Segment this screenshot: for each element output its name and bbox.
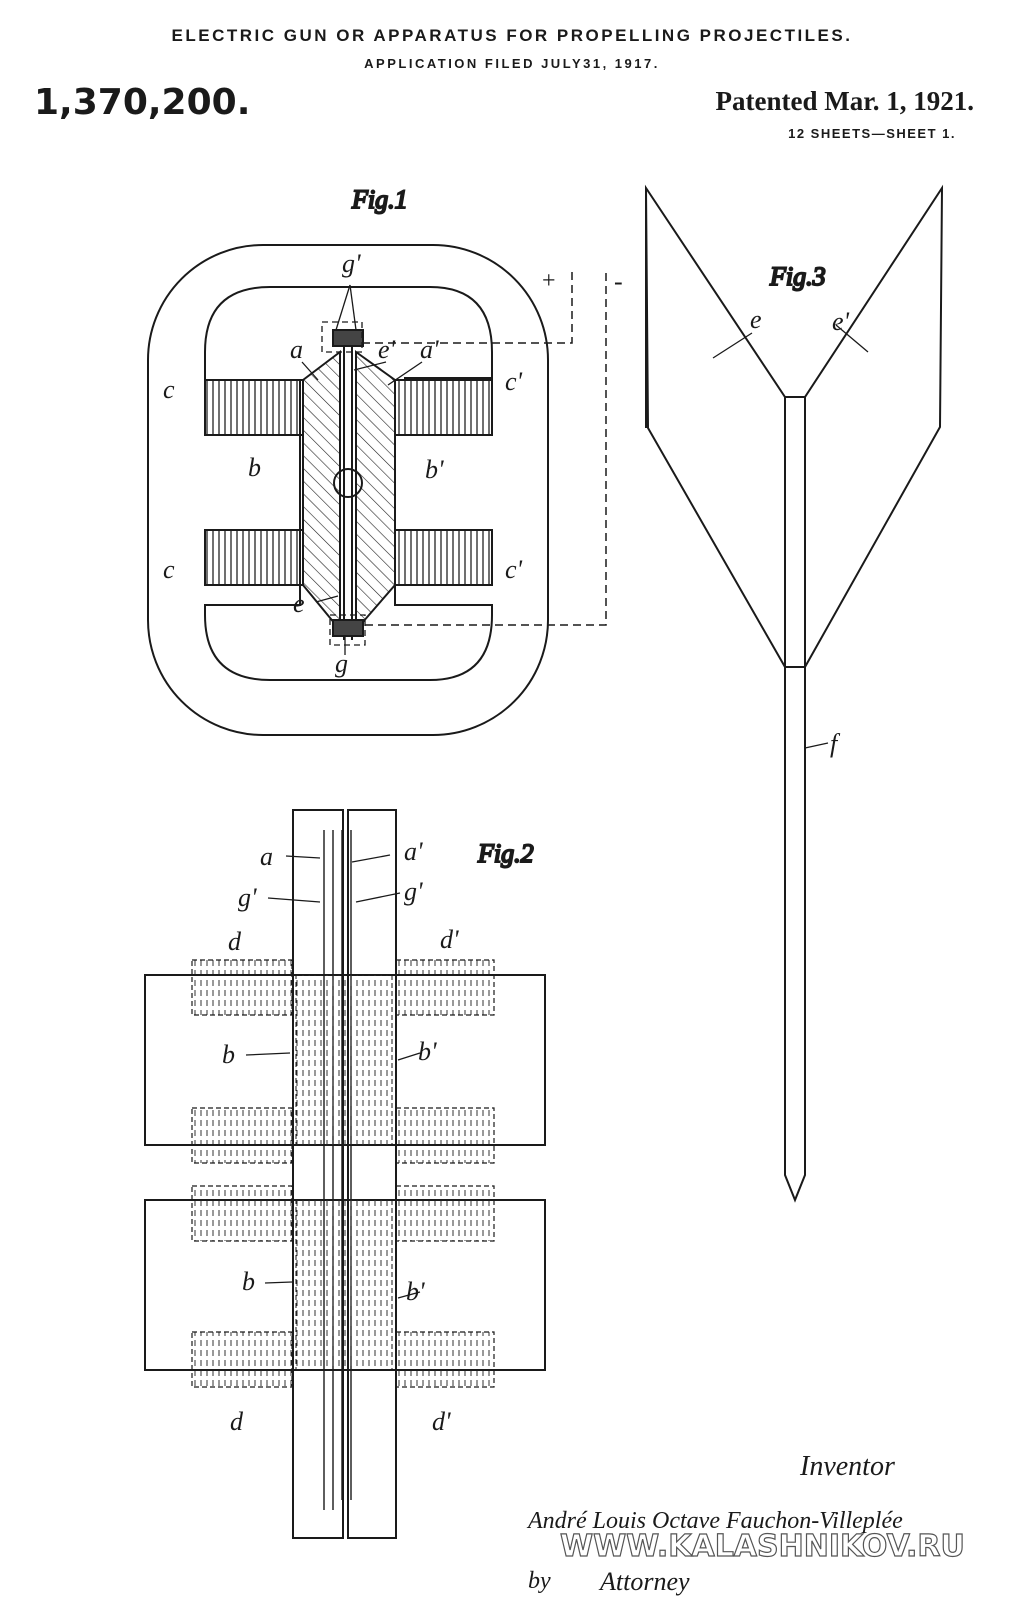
fig1-minus-terminal: -: [614, 267, 623, 296]
fig2-coil-d-4: [191, 1331, 293, 1388]
fig2-labels: a a' g' g' d d' b b' b b' d d': [222, 837, 459, 1436]
fig1-label-g1: g': [342, 249, 361, 278]
fig1-projectile-section: [333, 468, 363, 498]
inventor-signature: André Louis Octave Fauchon-Villeplée: [526, 1508, 903, 1534]
fig1-label-c-bottom: c: [163, 555, 175, 584]
fig2-label-a1: a': [404, 837, 423, 866]
fig2-label-d-top: d: [228, 927, 242, 956]
fig2-coil-d-1: [191, 959, 293, 1016]
fig2-rail-a: [292, 809, 344, 1539]
fig2-coil-d1-1: [395, 959, 495, 1016]
fig2-label-g1-left: g': [238, 883, 257, 912]
figure-3: Fig.3: [644, 184, 944, 1203]
fig1-pole-c-top: [204, 379, 304, 436]
fig1-label-e1: e': [378, 335, 396, 364]
fig2-label-d-bottom: d: [230, 1407, 244, 1436]
fig3-title: Fig.3: [769, 262, 826, 291]
fig1-pole-c-bottom: [204, 529, 304, 586]
fig1-label-b: b: [248, 453, 261, 482]
fig1-plus-terminal: +: [542, 268, 556, 294]
fig3-label-f: f: [830, 729, 841, 758]
fig1-labels: g' a e' a' c c' b b' c c' e g + -: [163, 249, 623, 678]
fig2-coil-d1-4: [395, 1331, 495, 1388]
fig2-coil-d1-2: [395, 1107, 495, 1164]
fig2-label-b-lower: b: [242, 1267, 255, 1296]
fig1-positive-wire: [362, 268, 573, 344]
by-label: by: [528, 1568, 551, 1594]
site-watermark: WWW.KALASHNIKOV.RU: [560, 1529, 965, 1564]
fig1-terminal-g: [332, 619, 364, 637]
fig1-label-b1: b': [425, 455, 444, 484]
fig1-label-g: g: [335, 649, 348, 678]
fig2-gap-lower: [295, 1199, 393, 1371]
fig2-label-a: a: [260, 842, 273, 871]
fig1-label-a1: a': [420, 335, 439, 364]
fig1-terminal-box-top: [321, 321, 363, 353]
fig1-negative-wire: [365, 268, 607, 626]
fig3-label-e1: e': [832, 307, 850, 336]
sheet-count: 12 SHEETS—SHEET 1.: [788, 126, 956, 141]
fig2-coil-d1-3: [395, 1185, 495, 1242]
fig1-label-a: a: [290, 335, 303, 364]
fig2-label-d1-top: d': [440, 925, 459, 954]
fig2-title: Fig.2: [477, 839, 534, 868]
attorney-signature: Attorney: [598, 1567, 690, 1596]
figure-2: Fig.2: [144, 809, 546, 1539]
fig2-gap-upper: [295, 974, 393, 1146]
fig1-inner-cavity: [204, 286, 493, 681]
fig1-outer-frame: [147, 244, 549, 736]
patent-title: ELECTRIC GUN OR APPARATUS FOR PROPELLING…: [171, 26, 853, 45]
fig1-pole-c1-top: [394, 379, 493, 436]
fig1-label-c1-top: c': [505, 367, 523, 396]
fig2-label-b-upper: b: [222, 1040, 235, 1069]
fig2-coil-d-3: [191, 1185, 293, 1242]
fig2-label-g1-right: g': [404, 877, 423, 906]
figure-1: Fig.1: [147, 184, 607, 736]
fig1-terminal-g1: [332, 329, 364, 347]
application-date: APPLICATION FILED JULY31, 1917.: [364, 56, 660, 71]
fig1-label-c1-bottom: c': [505, 555, 523, 584]
fig2-rail-a1: [347, 809, 397, 1539]
inventor-label: Inventor: [799, 1451, 895, 1482]
patent-date: Patented Mar. 1, 1921.: [715, 86, 974, 116]
fig3-shaft-f: [784, 667, 806, 1203]
fig2-label-b1-upper: b': [418, 1037, 437, 1066]
signature-block: Inventor André Louis Octave Fauchon-Vill…: [526, 1451, 903, 1596]
fig1-label-e: e: [293, 589, 305, 618]
fig2-coil-d-2: [191, 1107, 293, 1164]
patent-number: 1,370,200.: [34, 82, 251, 123]
fig3-fin-hub: [784, 396, 806, 668]
fig1-pole-c1-bottom: [394, 529, 493, 586]
fig2-label-b1-lower: b': [406, 1277, 425, 1306]
fig3-fins: [644, 184, 944, 668]
fig3-labels: e e' f: [750, 305, 850, 758]
fig1-bar-a: [302, 349, 341, 633]
fig2-label-d1-bottom: d': [432, 1407, 451, 1436]
fig1-bar-a1: [355, 350, 396, 633]
fig3-label-e: e: [750, 305, 762, 334]
fig1-label-c-top: c: [163, 375, 175, 404]
fig1-title: Fig.1: [351, 185, 408, 214]
fig1-terminal-box-bottom: [329, 614, 366, 646]
